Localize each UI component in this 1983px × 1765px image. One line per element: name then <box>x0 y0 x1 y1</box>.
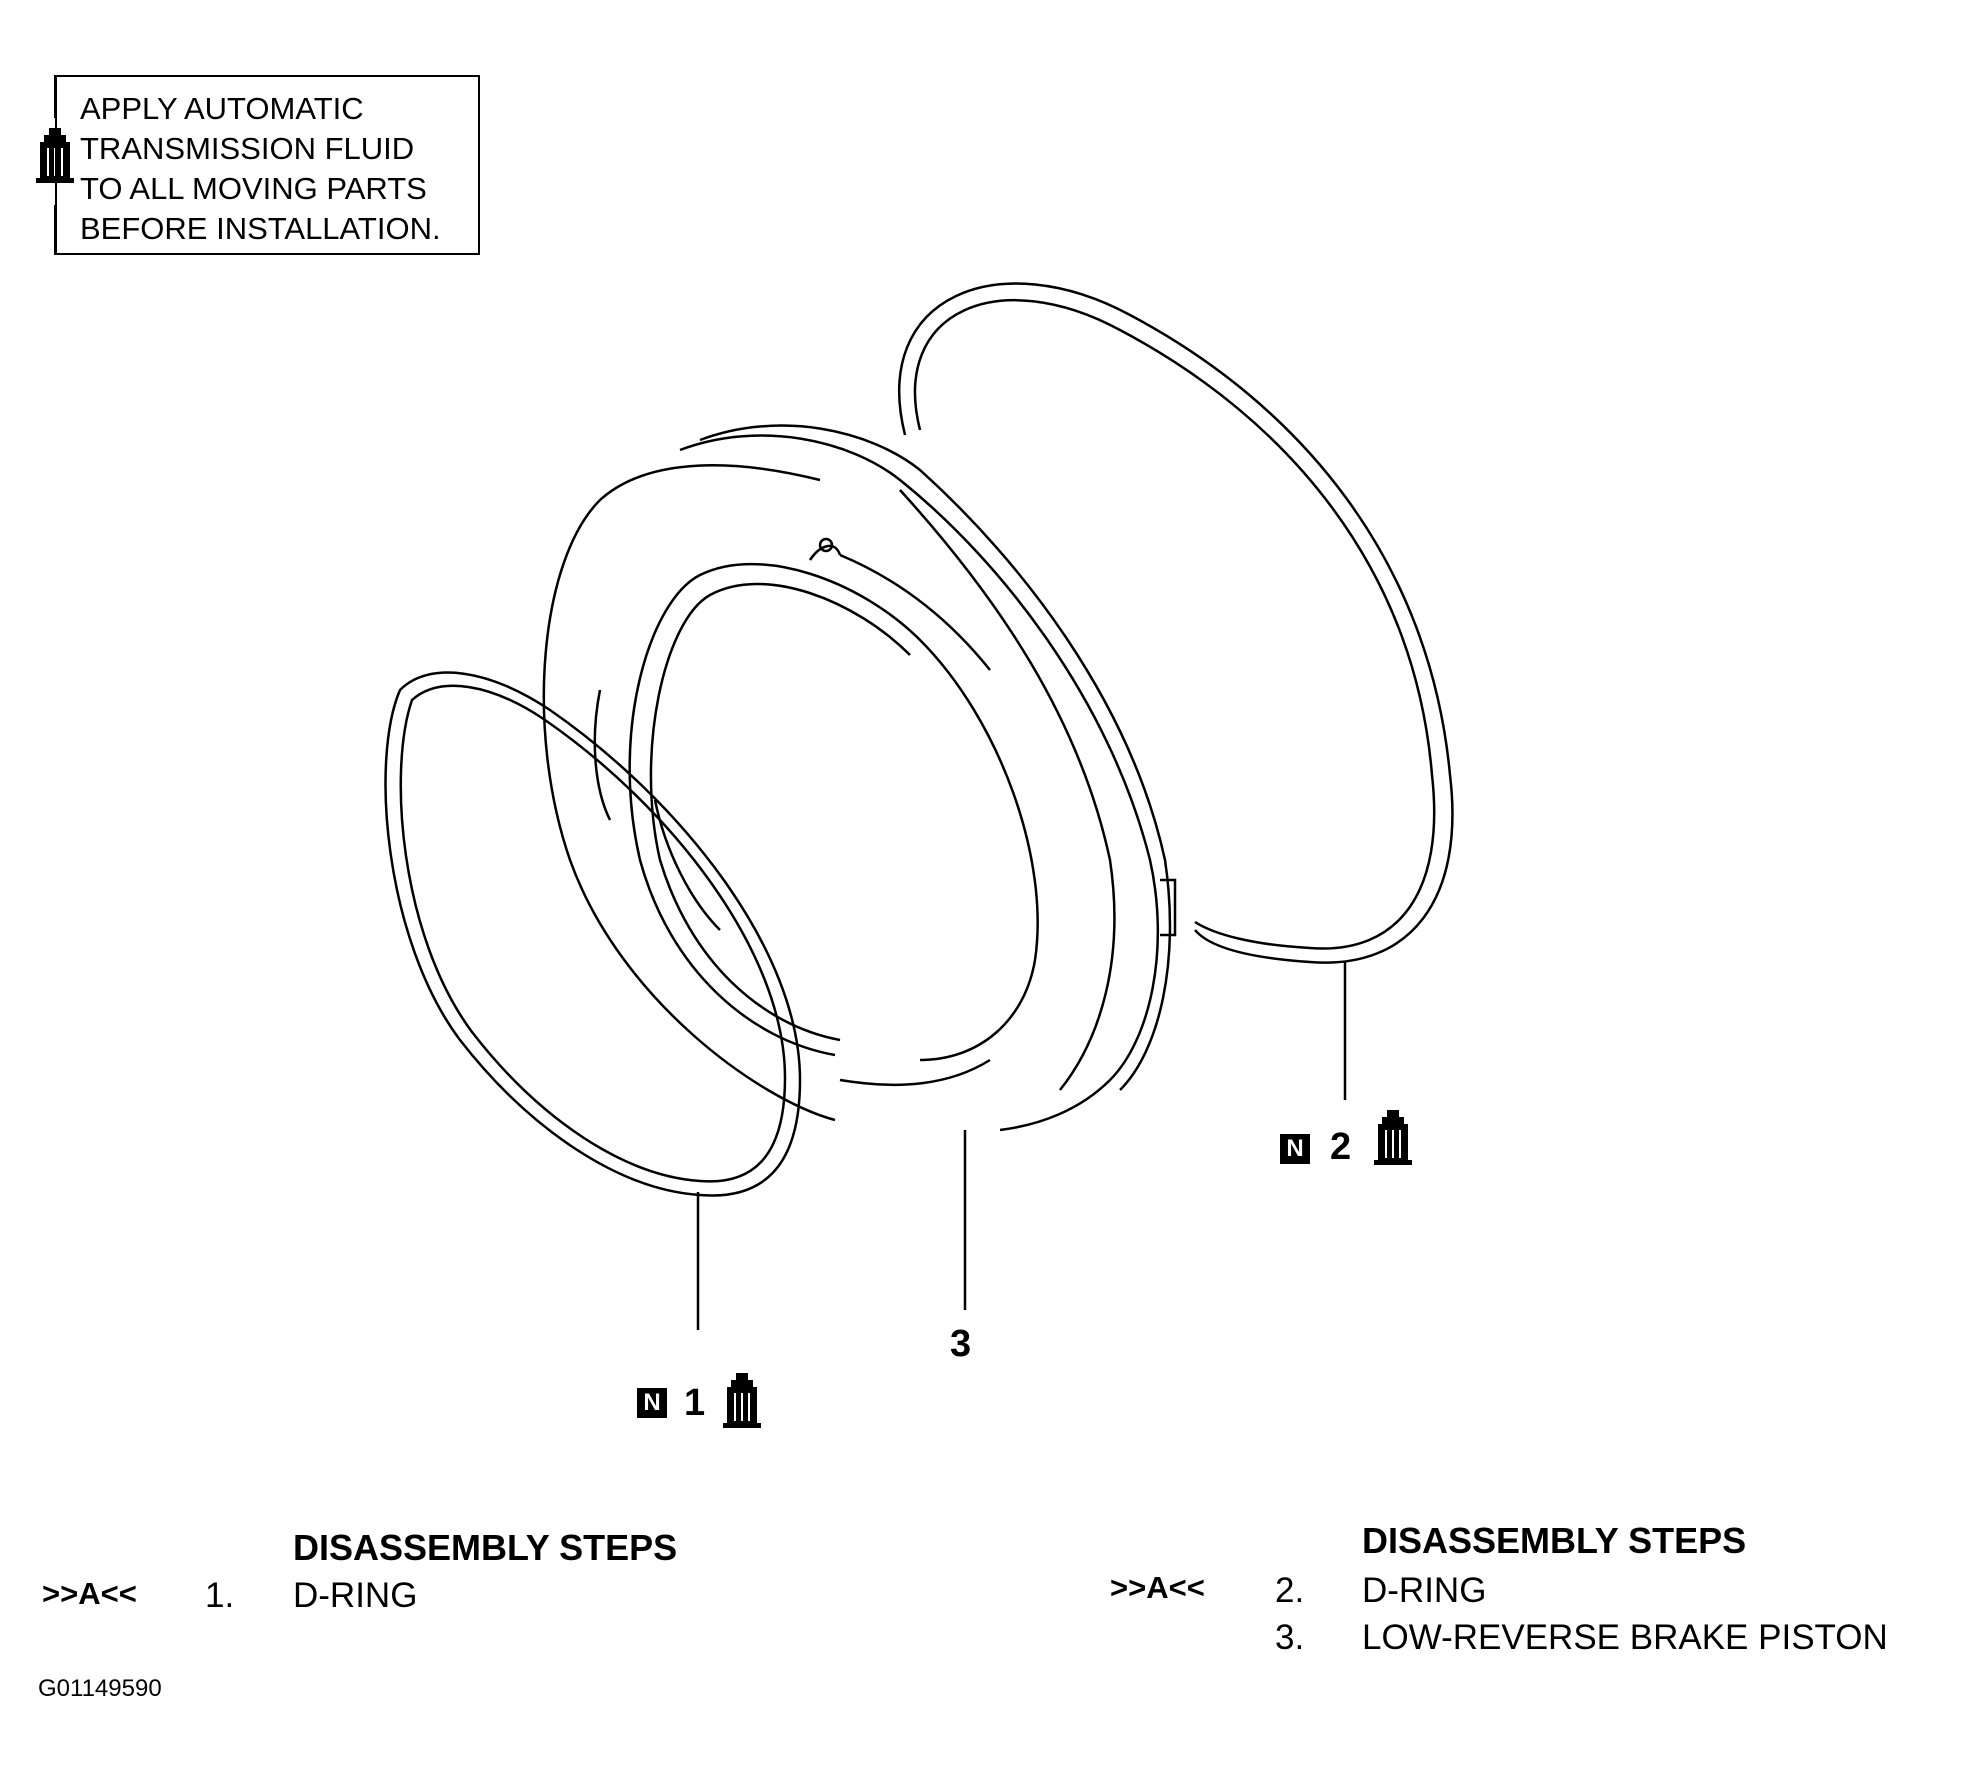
note-line-2: TRANSMISSION FLUID <box>80 131 415 166</box>
fluid-bottle-icon <box>722 1372 762 1429</box>
fluid-bottle-icon <box>1373 1109 1413 1166</box>
callout-2: 2 <box>1330 1126 1352 1168</box>
d-ring-2 <box>898 282 1454 964</box>
fluid-note-box <box>55 75 480 255</box>
note-line-1: APPLY AUTOMATIC <box>80 91 364 126</box>
steps-right-title: DISASSEMBLY STEPS <box>1362 1520 1747 1561</box>
callout-3: 3 <box>950 1323 972 1365</box>
steps-right-marker: >>A<< <box>1110 1570 1205 1605</box>
low-reverse-brake-piston <box>542 424 1177 1132</box>
leader-lines <box>696 962 1347 1330</box>
step-number: 3. <box>1275 1618 1305 1657</box>
steps-left-title: DISASSEMBLY STEPS <box>293 1527 678 1568</box>
note-line-3: TO ALL MOVING PARTS <box>80 171 427 206</box>
step-number: 1. <box>205 1576 235 1615</box>
new-part-N-icon: N <box>1280 1134 1310 1164</box>
note-line-4: BEFORE INSTALLATION. <box>80 211 441 246</box>
d-ring-1 <box>384 671 802 1197</box>
figure-id: G01149590 <box>38 1675 162 1702</box>
new-part-N-icon: N <box>637 1388 667 1418</box>
step-number: 2. <box>1275 1571 1305 1610</box>
step-text: D-RING <box>1362 1571 1487 1610</box>
steps-left-marker: >>A<< <box>42 1576 137 1611</box>
callout-1: 1 <box>684 1382 706 1424</box>
step-text: D-RING <box>293 1576 418 1615</box>
step-text: LOW-REVERSE BRAKE PISTON <box>1362 1618 1888 1657</box>
